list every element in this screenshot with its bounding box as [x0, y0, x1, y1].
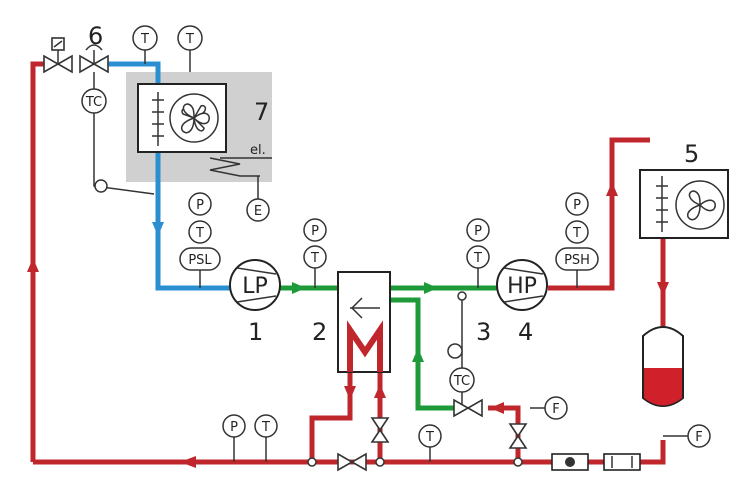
- arrow-up-red: [606, 182, 618, 196]
- instrument-psh-label: PSH: [564, 253, 590, 268]
- instrument-p-hp2: [565, 192, 589, 216]
- electric-label: el.: [250, 143, 266, 158]
- arrow-right-green-1: [292, 282, 306, 294]
- instrument-p-lp: [188, 192, 212, 216]
- instrument-f-outlet-label: F: [695, 430, 702, 445]
- receiver-liquid: [644, 368, 682, 406]
- heater-coil: [347, 320, 383, 372]
- instrument-t-hp1-label: T: [473, 251, 482, 266]
- instrument-p-bottom-label: P: [230, 420, 238, 435]
- arrow-down-red-1: [657, 282, 669, 296]
- instrument-t-hp2: [565, 220, 589, 244]
- component-7-label: 7: [254, 98, 269, 126]
- sensor-bulb-2: [447, 343, 463, 359]
- instrument-psl-label: PSL: [188, 253, 212, 268]
- arrow-up-red-2: [374, 384, 386, 398]
- hp-pump-label: HP: [507, 274, 537, 299]
- instrument-e-label: E: [254, 204, 262, 219]
- instrument-p-hp2-label: P: [573, 198, 581, 213]
- instrument-e: [246, 198, 270, 222]
- instrument-t-lp: [188, 220, 212, 244]
- instrument-tc-mid-label: TC: [453, 374, 470, 389]
- instrument-p-mid-label: P: [311, 224, 319, 239]
- component-2-label: 2: [312, 318, 327, 346]
- component-1-label: 1: [248, 318, 263, 346]
- component-5-label: 5: [684, 140, 699, 168]
- expansion-valves: [43, 37, 109, 74]
- instrument-t-hp2-label: T: [572, 226, 581, 241]
- instrument-f-bypass-label: F: [552, 402, 559, 417]
- instrument-t-bottom-label: T: [261, 420, 270, 435]
- component-4-label: 4: [518, 318, 533, 346]
- arrow-down-blue: [152, 222, 164, 236]
- component-3-label: 3: [476, 318, 491, 346]
- filter-drier: [603, 453, 641, 471]
- component-6-label: 6: [88, 22, 103, 50]
- instrument-p-hp1-label: P: [474, 224, 482, 239]
- cold-piping: [106, 61, 232, 291]
- arrow-up-left: [27, 258, 39, 272]
- instrument-p-lp-label: P: [196, 198, 204, 213]
- instrument-t-top-2-label: T: [185, 32, 194, 47]
- instrument-tc-top-label: TC: [85, 95, 102, 110]
- instrument-f-bypass: [544, 396, 568, 420]
- instrument-t-mid-label: T: [310, 251, 319, 266]
- arrow-right-green-2: [424, 282, 438, 294]
- arrow-up-green: [412, 348, 424, 362]
- arrow-down-red-2: [344, 386, 356, 400]
- instrument-f-outlet: [687, 424, 711, 448]
- arrow-left-bottom: [180, 456, 196, 468]
- arrow-left-red: [490, 402, 504, 414]
- lp-pump-label: LP: [242, 274, 268, 299]
- flow-arrows: [27, 182, 669, 468]
- instrument-t-lp-label: T: [195, 226, 204, 241]
- instrument-p-hp1: [466, 218, 490, 242]
- instrument-t-top-1-label: T: [140, 32, 149, 47]
- sensor-bulb: [94, 179, 108, 193]
- instrument-p-mid: [303, 218, 327, 242]
- instrument-t-bottom-2-label: T: [425, 430, 434, 445]
